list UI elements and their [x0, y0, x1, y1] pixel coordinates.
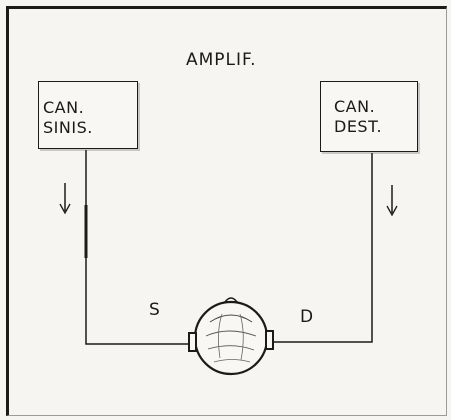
- right-earphone-icon: [266, 331, 273, 349]
- left-side-label: S: [149, 300, 160, 320]
- listener-head-icon: [195, 298, 267, 374]
- left-earphone-icon: [189, 333, 196, 351]
- right-arrow-icon: [387, 185, 397, 215]
- right-wire: [271, 153, 372, 342]
- left-wire: [86, 150, 190, 344]
- left-arrow-icon: [60, 183, 70, 213]
- right-side-label: D: [300, 307, 313, 327]
